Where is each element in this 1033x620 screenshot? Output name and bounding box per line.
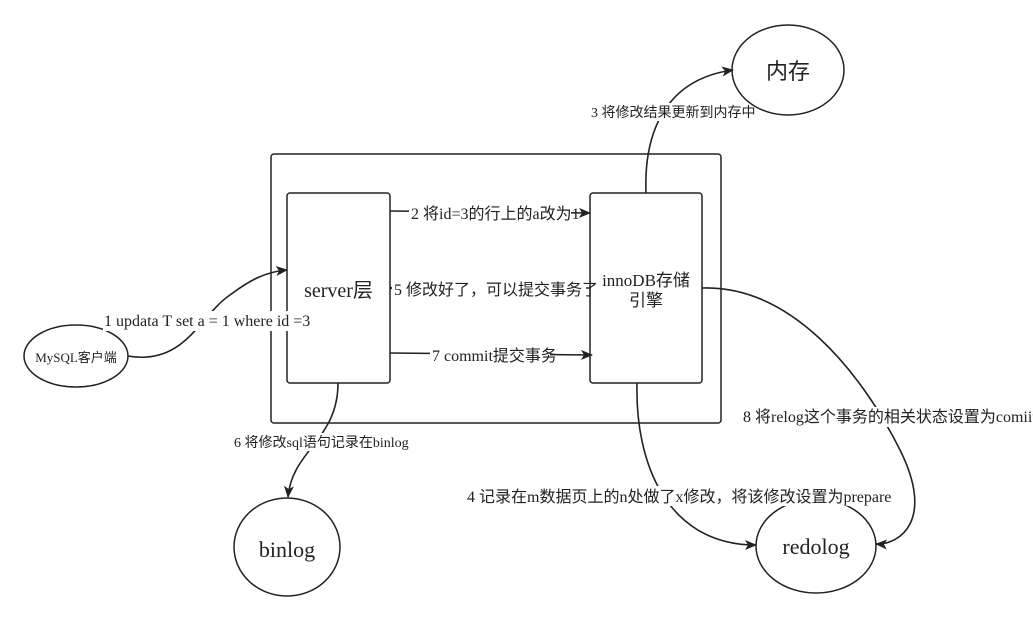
memory-label: 内存 xyxy=(766,59,810,84)
edge-step1-label: 1 updata T set a = 1 where id =3 xyxy=(104,313,310,330)
innodb-engine-label-line1: innoDB存储 xyxy=(602,271,690,290)
innodb-engine-label-line2: 引擎 xyxy=(629,291,663,310)
edge-step8-arrow xyxy=(701,287,916,550)
mysql-client-node[interactable] xyxy=(23,324,129,388)
edge-step8-label: 8 将relog这个事务的相关状态设置为comiit xyxy=(743,408,1033,426)
edge-step4-label: 4 记录在m数据页上的n处做了x修改，将该修改设置为prepare xyxy=(467,488,891,506)
mysql-client-label: MySQL客户端 xyxy=(35,350,117,365)
server-layer-label: server层 xyxy=(304,280,373,302)
edge-step1-arrow xyxy=(127,266,288,359)
edge-step5-label: 5 修改好了，可以提交事务了 xyxy=(394,281,598,299)
edge-step2-label: 2 将id=3的行上的a改为1 xyxy=(411,205,580,223)
binlog-label: binlog xyxy=(259,537,315,562)
edge-step7-label: 7 commit提交事务 xyxy=(432,347,557,365)
edge-step3-label: 3 将修改结果更新到内存中 xyxy=(591,105,756,121)
redolog-label: redolog xyxy=(782,534,849,559)
binlog-node[interactable] xyxy=(233,497,341,597)
edge-step6-label: 6 将修改sql语句记录在binlog xyxy=(234,435,409,451)
